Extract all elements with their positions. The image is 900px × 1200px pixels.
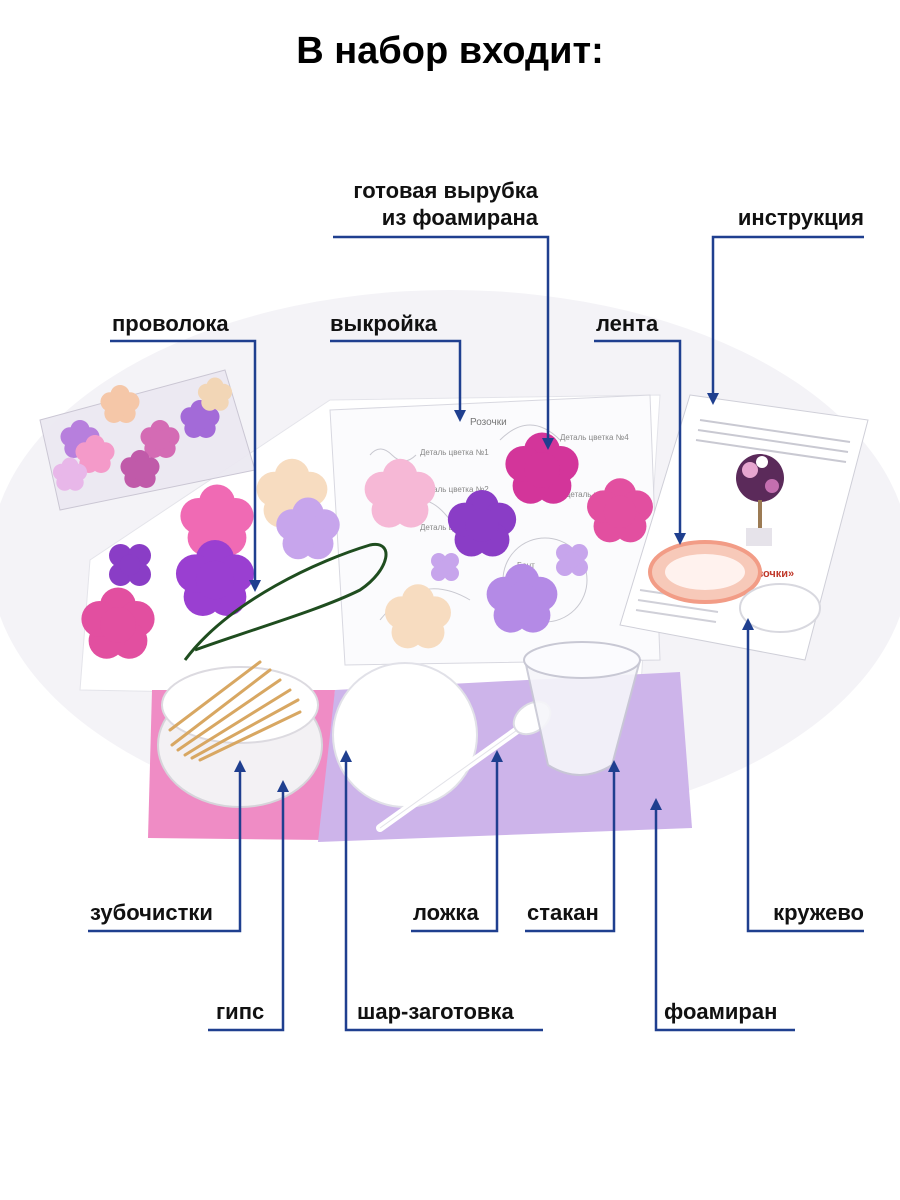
label-spoon: ложка — [413, 900, 479, 925]
label-lace: кружево — [773, 900, 864, 925]
page-title: В набор входит: — [296, 30, 604, 72]
pattern-detail-2: Деталь цветка №2 — [420, 485, 489, 494]
leader-arrowheads — [234, 393, 754, 810]
label-ball-blank: шар-заготовка — [357, 999, 514, 1024]
label-instruction: инструкция — [737, 205, 864, 230]
gypsum-container — [157, 660, 323, 808]
label-toothpicks: зубочистки — [90, 900, 213, 925]
leader-lines — [88, 235, 864, 1032]
pattern-detail-4: Деталь цветка №4 — [560, 433, 629, 442]
plastic-cup — [523, 641, 642, 776]
label-foamiran: фоамиран — [664, 999, 778, 1024]
foam-ball — [332, 662, 478, 808]
label-wire: проволока — [112, 311, 229, 336]
label-cutout-line1: готовая вырубка — [353, 178, 538, 203]
pattern-detail-1: Деталь цветка №1 — [420, 448, 489, 457]
label-cutout-line2: из фоамирана — [381, 205, 538, 230]
label-ribbon: лента — [596, 311, 659, 336]
pattern-title: Розочки — [470, 417, 507, 428]
wire-loop — [183, 543, 388, 661]
ribbon-roll — [648, 540, 762, 604]
label-cup: стакан — [527, 900, 599, 925]
label-gypsum: гипс — [216, 999, 265, 1024]
label-pattern: выкройка — [330, 311, 437, 336]
lace-roll — [739, 583, 821, 633]
